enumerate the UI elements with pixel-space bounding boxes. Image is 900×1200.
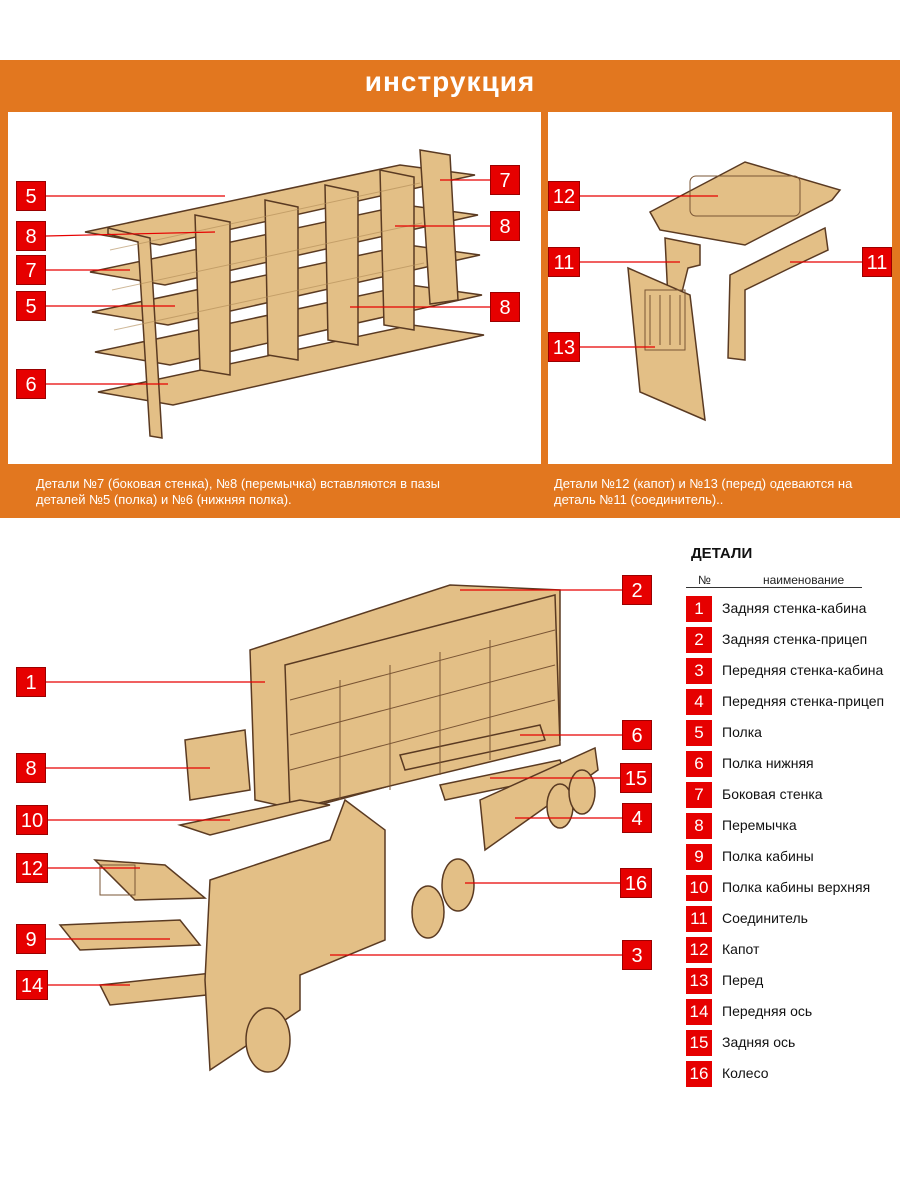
- part-label-8: 8: [16, 753, 46, 783]
- part-label-12: 12: [548, 181, 580, 211]
- part-label-2: 2: [622, 575, 652, 605]
- part-label-8: 8: [16, 221, 46, 251]
- legend-col-num: №: [698, 573, 711, 587]
- part-label-11: 11: [862, 247, 892, 277]
- part-label-9: 9: [16, 924, 46, 954]
- part-label-14: 14: [16, 970, 48, 1000]
- part-label-6: 6: [16, 369, 46, 399]
- part-label-12: 12: [16, 853, 48, 883]
- part-label-5: 5: [16, 291, 46, 321]
- part-label-10: 10: [16, 805, 48, 835]
- part-label-8: 8: [490, 211, 520, 241]
- part-label-16: 16: [620, 868, 652, 898]
- part-label-3: 3: [622, 940, 652, 970]
- part-label-1: 1: [16, 667, 46, 697]
- part-label-13: 13: [548, 332, 580, 362]
- legend-divider: [686, 587, 862, 588]
- legend-title: ДЕТАЛИ: [691, 545, 753, 562]
- part-label-7: 7: [490, 165, 520, 195]
- part-label-4: 4: [622, 803, 652, 833]
- part-label-7: 7: [16, 255, 46, 285]
- part-label-8: 8: [490, 292, 520, 322]
- cab-assembly-panel: [548, 112, 892, 464]
- legend-col-name: наименование: [763, 573, 845, 587]
- shelf-caption: Детали №7 (боковая стенка), №8 (перемычк…: [36, 476, 441, 507]
- part-label-5: 5: [16, 181, 46, 211]
- part-label-11: 11: [548, 247, 580, 277]
- cab-caption: Детали №12 (капот) и №13 (перед) одевают…: [554, 476, 853, 507]
- part-label-6: 6: [622, 720, 652, 750]
- part-label-15: 15: [620, 763, 652, 793]
- page-title: инструкция: [364, 66, 536, 97]
